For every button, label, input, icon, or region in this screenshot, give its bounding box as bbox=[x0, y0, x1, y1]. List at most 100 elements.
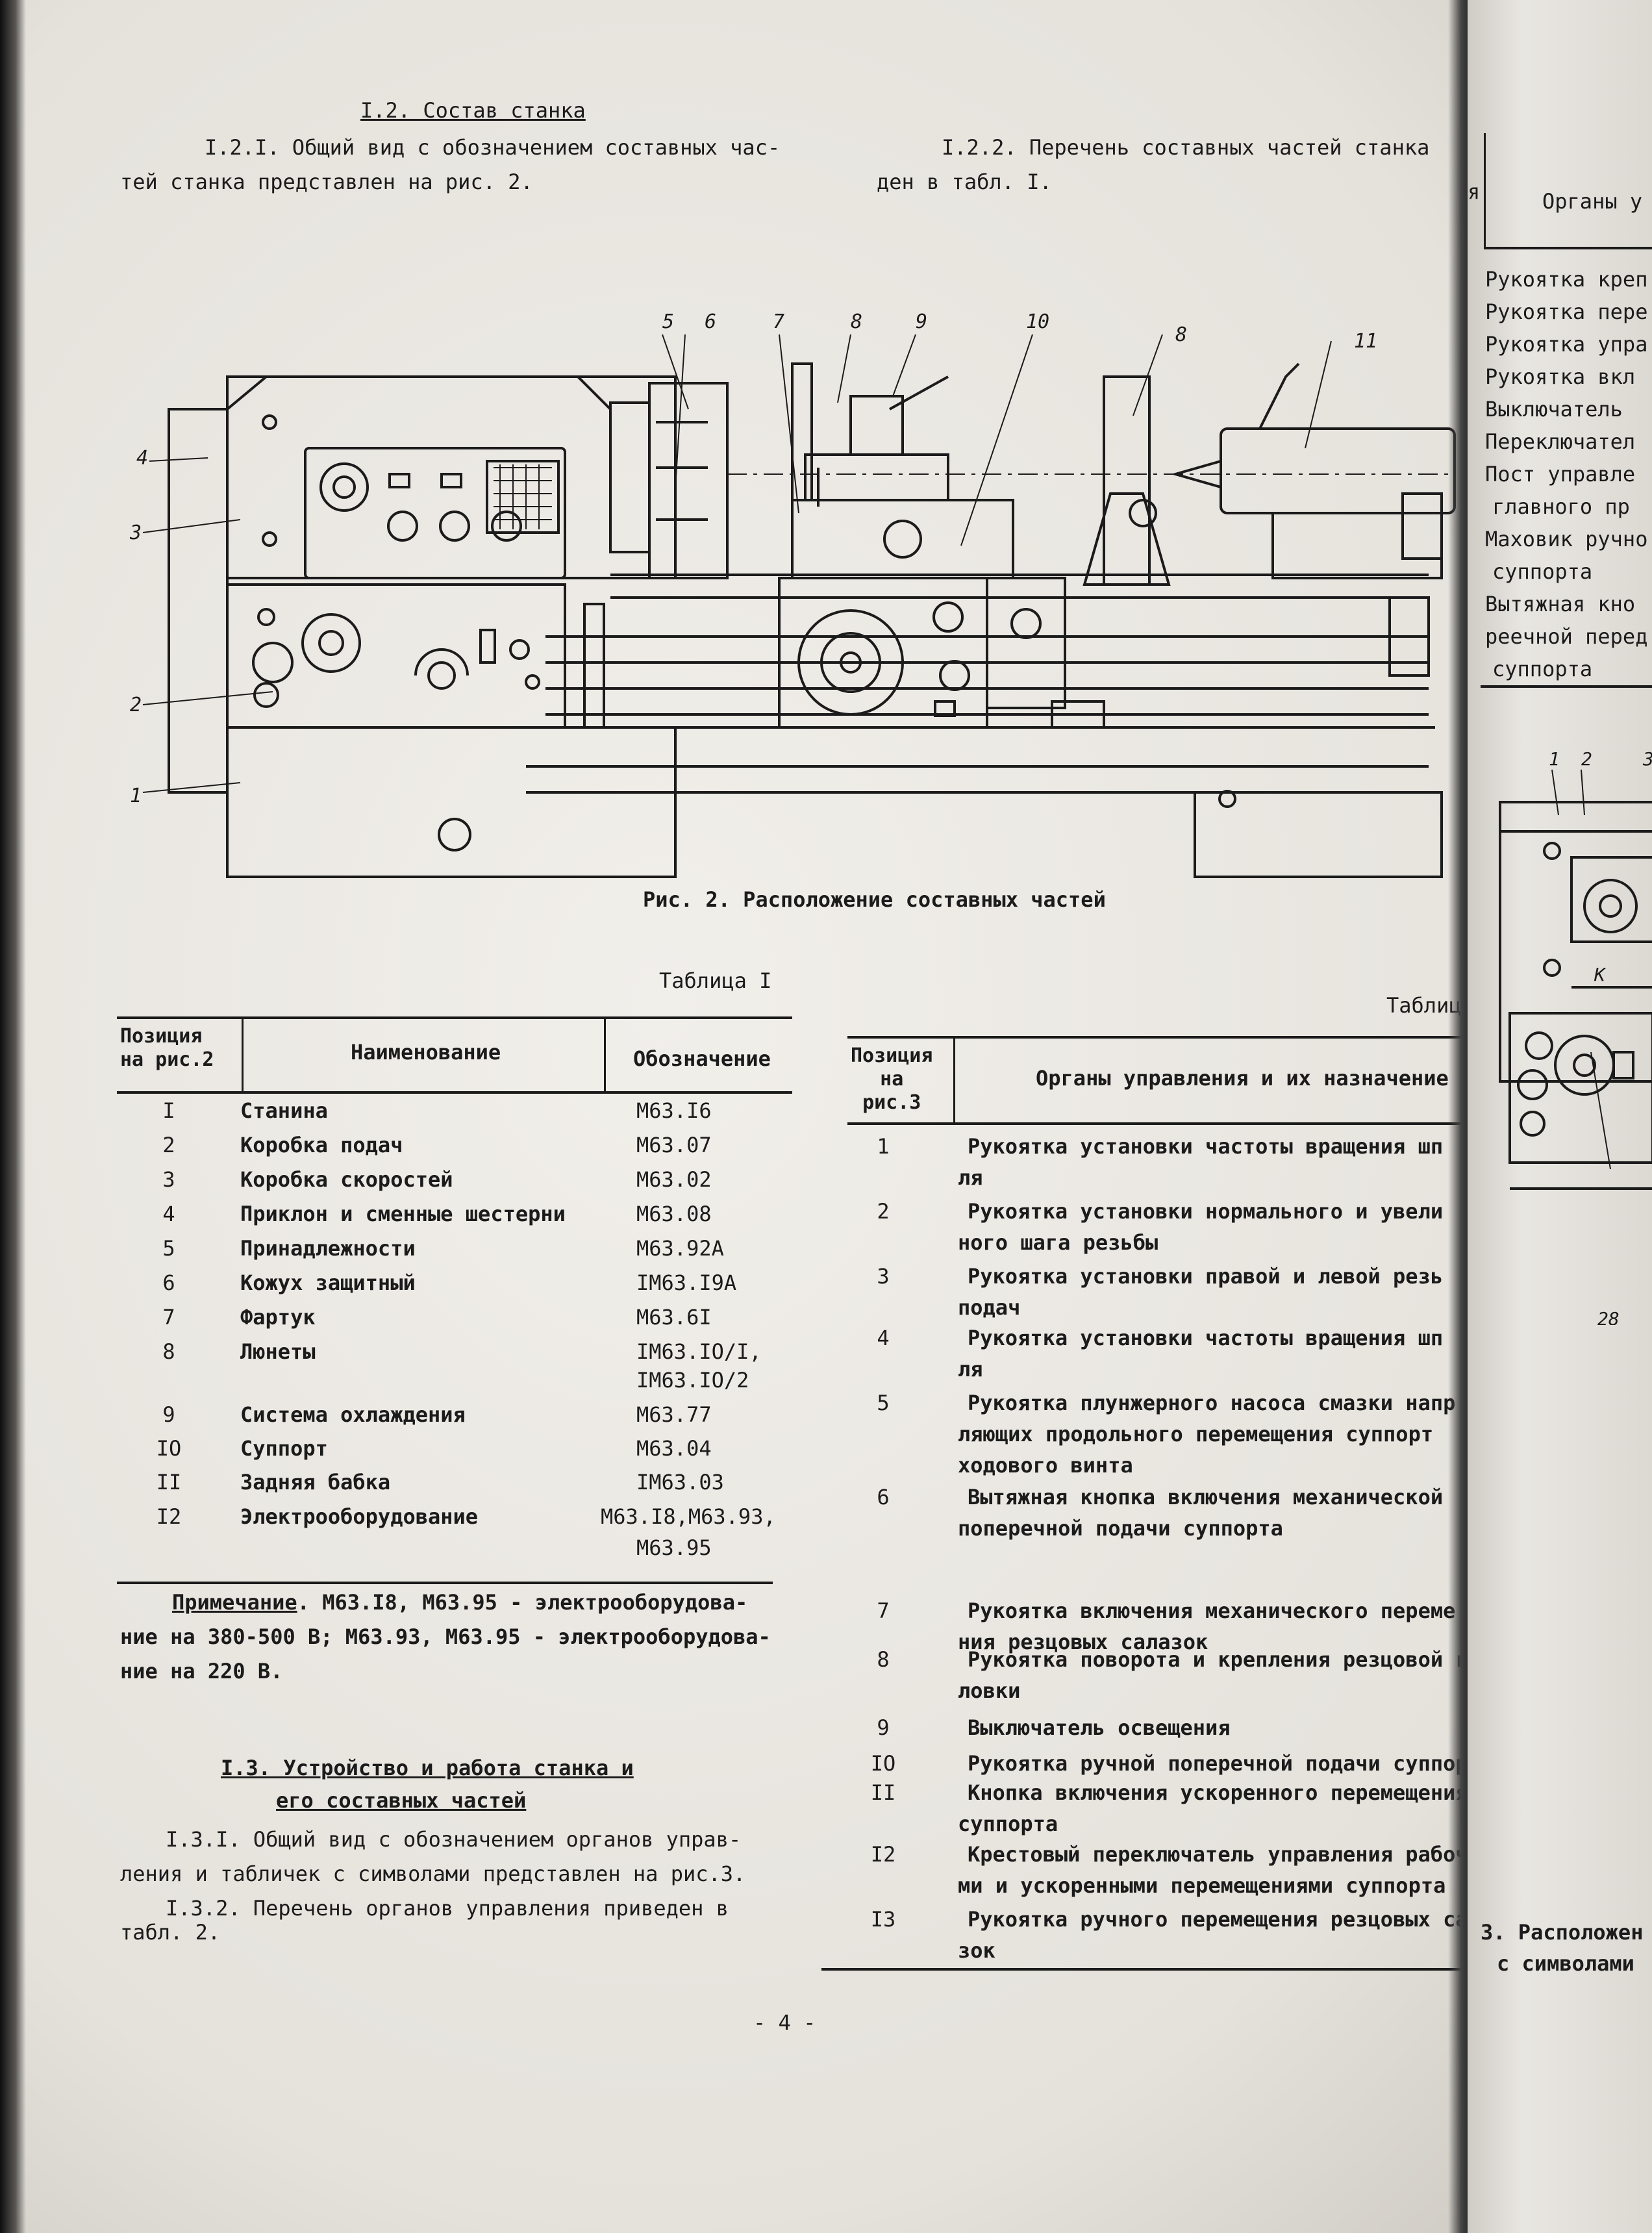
row-code: М63.I8,М63.93, bbox=[601, 1504, 776, 1529]
row-position: 8 bbox=[877, 1647, 890, 1672]
row-name: Люнеты bbox=[240, 1339, 316, 1364]
row-position: IO bbox=[870, 1751, 896, 1776]
diagram-label: 1 bbox=[1549, 748, 1560, 770]
note-label: Примечание bbox=[172, 1590, 297, 1615]
row-name: Система охлаждения bbox=[240, 1402, 466, 1427]
row-code: М63.08 bbox=[636, 1202, 712, 1226]
row-text: Рукоятка установки частоты вращения шп bbox=[968, 1326, 1444, 1350]
table-rule bbox=[242, 1016, 244, 1091]
item-label: Выключатель bbox=[1485, 397, 1623, 422]
row-text: Рукоятка плунжерного насоса смазки напр bbox=[968, 1391, 1456, 1415]
row-position: 5 bbox=[877, 1391, 890, 1415]
diagram-label: 11 bbox=[1354, 330, 1377, 353]
diagram-label: 4 bbox=[136, 447, 148, 470]
paragraph: ления и табличек с символами представлен… bbox=[120, 1861, 746, 1886]
table-rule bbox=[117, 1016, 792, 1019]
row-position: I2 bbox=[870, 1842, 896, 1867]
row-code: IМ63.IO/2 bbox=[636, 1368, 749, 1393]
row-code: IМ63.03 bbox=[636, 1470, 724, 1495]
item-label: суппорта bbox=[1492, 657, 1593, 681]
table-header: я bbox=[1468, 179, 1481, 204]
row-position: 7 bbox=[162, 1305, 175, 1330]
item-label: Маховик ручно bbox=[1485, 527, 1648, 551]
row-name: Задняя бабка bbox=[240, 1470, 391, 1495]
section-title: его составных частей bbox=[276, 1788, 527, 1813]
row-code: М63.02 bbox=[636, 1167, 712, 1192]
paragraph: тей станка представлен на рис. 2. bbox=[120, 170, 533, 194]
paragraph: I.3.2. Перечень органов управления приве… bbox=[166, 1896, 729, 1921]
diagram-label: 3 bbox=[130, 522, 142, 544]
paragraph: табл. 2. bbox=[120, 1920, 221, 1945]
row-position: 9 bbox=[877, 1715, 890, 1740]
diagram-label: 9 bbox=[916, 310, 927, 333]
row-position: 6 bbox=[877, 1485, 890, 1509]
row-text: Крестовый переключатель управления рабоч bbox=[968, 1842, 1461, 1867]
row-text: Вытяжная кнопка включения механической bbox=[968, 1485, 1444, 1509]
row-text: Рукоятка включения механического переме bbox=[968, 1598, 1456, 1623]
diagram-label: 6 bbox=[705, 310, 716, 333]
row-code: М63.04 bbox=[636, 1436, 712, 1461]
table-rule bbox=[117, 1582, 773, 1584]
row-text: Рукоятка ручного перемещения резцовых са bbox=[968, 1907, 1461, 1932]
note-line: . М63.I8, М63.95 - электрооборудова- bbox=[297, 1590, 748, 1615]
row-text: поперечной подачи суппорта bbox=[958, 1516, 1283, 1541]
table-rule bbox=[1484, 247, 1652, 249]
item-label: Рукоятка креп bbox=[1485, 267, 1648, 292]
row-text: ми и ускоренными перемещениями суппорта bbox=[958, 1873, 1446, 1898]
table-rule bbox=[953, 1036, 955, 1122]
diagram-label: 8 bbox=[851, 310, 862, 333]
row-text: ляющих продольного перемещения суппорт bbox=[958, 1422, 1434, 1446]
note-text: ние на 380-500 В; М63.93, М63.95 - элект… bbox=[120, 1624, 771, 1649]
table-rule bbox=[847, 1036, 1464, 1039]
row-text: Кнопка включения ускоренного перемещения bbox=[968, 1780, 1461, 1805]
row-position: 6 bbox=[162, 1270, 175, 1295]
row-position: 8 bbox=[162, 1339, 175, 1364]
table-caption: Таблица I bbox=[659, 968, 772, 993]
row-name: Кожух защитный bbox=[240, 1270, 416, 1295]
row-position: 2 bbox=[877, 1199, 890, 1224]
row-name: Электрооборудование bbox=[240, 1504, 479, 1529]
paragraph: I.2.I. Общий вид с обозначением составны… bbox=[205, 135, 781, 160]
paragraph: ден в табл. I. bbox=[877, 170, 1052, 194]
row-text: Рукоятка ручной поперечной подачи суппор bbox=[968, 1751, 1461, 1776]
row-code: М63.6I bbox=[636, 1305, 712, 1330]
row-name: Приклон и сменные шестерни bbox=[240, 1202, 566, 1226]
table-rule bbox=[117, 1091, 792, 1094]
item-label: Пост управле bbox=[1485, 462, 1636, 486]
row-text: ния резцовых салазок bbox=[958, 1630, 1208, 1654]
figure-caption: с символами bbox=[1497, 1951, 1634, 1976]
diagram-label: 5 bbox=[662, 310, 674, 333]
row-text: Рукоятка установки частоты вращения шп bbox=[968, 1134, 1444, 1159]
row-text: суппорта bbox=[958, 1811, 1058, 1836]
table-header: Органы у bbox=[1542, 189, 1643, 214]
item-label: Рукоятка вкл bbox=[1485, 364, 1636, 389]
row-text: ля bbox=[958, 1165, 983, 1190]
paragraph: I.2.2. Перечень составных частей станка bbox=[942, 135, 1430, 160]
row-position: 3 bbox=[877, 1264, 890, 1289]
figure-caption: 3. Расположен bbox=[1481, 1920, 1644, 1945]
table-header: Позиция на рис.3 bbox=[851, 1044, 933, 1114]
item-label: главного пр bbox=[1492, 494, 1630, 519]
item-label: суппорта bbox=[1492, 559, 1593, 584]
item-label: Вытяжная кно bbox=[1485, 592, 1636, 616]
table-header: Органы управления и их назначение bbox=[1036, 1066, 1449, 1091]
row-text: Рукоятка поворота и крепления резцовой г bbox=[968, 1647, 1461, 1672]
note-text: Примечание. М63.I8, М63.95 - электрообор… bbox=[172, 1589, 747, 1615]
row-position: IO bbox=[156, 1436, 182, 1461]
row-name: Фартук bbox=[240, 1305, 316, 1330]
row-code: IМ63.I9А bbox=[636, 1270, 737, 1295]
table-rule bbox=[1481, 685, 1652, 688]
row-code: IМ63.IO/I, bbox=[636, 1339, 762, 1364]
diagram-label: 2 bbox=[130, 694, 142, 716]
control-diagram: 1 2 3 К 28 bbox=[1499, 748, 1652, 1325]
section-title: I.3. Устройство и работа станка и bbox=[221, 1756, 634, 1780]
row-code: М63.92А bbox=[636, 1236, 724, 1261]
row-text: подач bbox=[958, 1295, 1021, 1320]
row-text: ля bbox=[958, 1357, 983, 1381]
table-rule bbox=[847, 1122, 1464, 1125]
row-position: I2 bbox=[156, 1504, 182, 1529]
row-position: I bbox=[162, 1098, 175, 1123]
diagram-label: 3 bbox=[1642, 748, 1652, 770]
row-name: Принадлежности bbox=[240, 1236, 416, 1261]
